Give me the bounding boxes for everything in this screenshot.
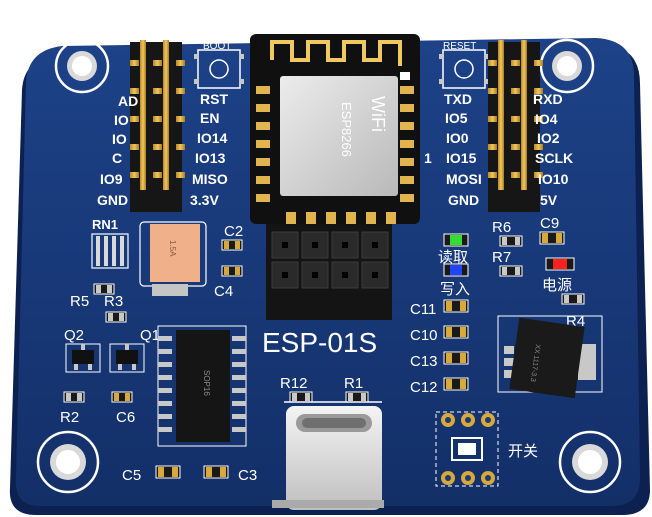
mounting-hole-top-right (539, 38, 595, 94)
inner-right-label-io0: IO0 (446, 130, 469, 146)
inner-right-label-io15: IO15 (446, 150, 477, 166)
c6-part (111, 391, 133, 403)
read-led (443, 233, 469, 247)
c10-part (443, 325, 469, 339)
left-label-2: IO (114, 112, 129, 128)
r3-label: R3 (104, 293, 123, 310)
c13-label: C13 (410, 353, 438, 370)
q1-transistor (109, 343, 145, 373)
boot-label: BOOT (203, 41, 231, 52)
inner-left-label-io13: IO13 (195, 150, 226, 166)
r12-label: R12 (280, 375, 308, 392)
r2-label: R2 (60, 409, 79, 426)
inner-right-label-mosi: MOSI (446, 171, 482, 187)
r5-part (93, 283, 115, 295)
r4-part (561, 293, 585, 305)
right-label-io2: IO2 (537, 130, 560, 146)
mounting-hole-bottom-right (558, 430, 622, 494)
main-label: ESP-01S (262, 327, 377, 358)
c4-label: C4 (214, 283, 233, 300)
c13-part (443, 351, 469, 365)
c10-label: C10 (410, 327, 438, 344)
c4-part (221, 265, 243, 277)
esp01s-socket (266, 224, 392, 320)
c2-part (221, 239, 243, 251)
c6-label: C6 (116, 409, 135, 426)
c3-label: C3 (238, 467, 257, 484)
r5-label: R5 (70, 293, 89, 310)
module-brand: WiFi (368, 96, 388, 132)
right-label-io10: IO10 (538, 171, 569, 187)
ic-marking: SOP16 (202, 370, 211, 396)
right-pin-header (488, 40, 543, 212)
left-pin-header (130, 40, 185, 212)
right-label-5v: 5V (540, 192, 558, 208)
left-label-4: C (112, 150, 122, 166)
q2-transistor (65, 343, 101, 373)
c2-label: C2 (224, 223, 243, 240)
q2-label: Q2 (64, 327, 84, 344)
inner-left-label-miso: MISO (192, 171, 228, 187)
r7-label: R7 (492, 249, 511, 266)
c3-part (203, 465, 229, 479)
reset-button[interactable] (439, 49, 489, 89)
r6-part (499, 235, 523, 247)
inner-right-label-gnd: GND (448, 192, 479, 208)
passives (63, 231, 585, 479)
inner-left-label-io14: IO14 (197, 130, 228, 146)
power-switch[interactable] (435, 411, 499, 487)
rn1-network (91, 233, 129, 269)
right-label-sclk: SCLK (535, 150, 573, 166)
fuse: 1.5A (139, 221, 207, 296)
left-label-5: IO9 (100, 171, 123, 187)
c9-part (539, 231, 565, 245)
fuse-marking: 1.5A (168, 240, 177, 257)
write-led-label: 写入 (440, 281, 470, 298)
left-label-3: IO (112, 131, 127, 147)
right-label-rxd: RXD (533, 91, 563, 107)
voltage-regulator: XX 1117-3.3 (497, 315, 603, 399)
r1-label: R1 (344, 375, 363, 392)
right-label-io4: IO4 (535, 111, 558, 127)
mounting-hole-bottom-left (36, 430, 100, 494)
r6-label: R6 (492, 219, 511, 236)
power-led (545, 257, 575, 271)
write-led (443, 263, 469, 277)
left-label-1: AD (118, 93, 138, 109)
r7-part (499, 265, 523, 277)
q1-label: Q1 (140, 327, 160, 344)
esp8266-module: WiFi ESP8266 (250, 34, 420, 224)
inner-right-extra: 1 (424, 150, 432, 166)
inner-left-label-rst: RST (200, 91, 228, 107)
inner-left-label-en: EN (200, 110, 219, 126)
inner-left-label-33v: 3.3V (190, 192, 219, 208)
rn1-label: RN1 (92, 217, 118, 232)
power-led-label: 电源 (542, 277, 572, 294)
module-chip: ESP8266 (339, 102, 354, 157)
r1-part (345, 391, 369, 403)
c9-label: C9 (540, 215, 559, 232)
sop16-chip: SOP16 (157, 325, 247, 447)
reset-label: RESET (443, 41, 476, 52)
c5-part (155, 465, 181, 479)
read-led-label: 读取 (438, 249, 468, 266)
c11-label: C11 (410, 301, 436, 318)
r2-part (63, 391, 85, 403)
c12-part (443, 377, 469, 391)
r12-part (289, 391, 313, 403)
switch-label: 开关 (508, 443, 538, 460)
c12-label: C12 (410, 379, 438, 396)
inner-right-label-txd: TXD (444, 91, 472, 107)
c5-label: C5 (122, 467, 141, 484)
inner-right-label-io5: IO5 (445, 110, 468, 126)
c11-part (443, 299, 469, 313)
r3-part (105, 311, 127, 323)
usb-c-connector[interactable] (272, 401, 384, 510)
mounting-hole-top-left (54, 38, 110, 94)
boot-button[interactable] (194, 49, 244, 89)
left-label-6: GND (97, 192, 128, 208)
